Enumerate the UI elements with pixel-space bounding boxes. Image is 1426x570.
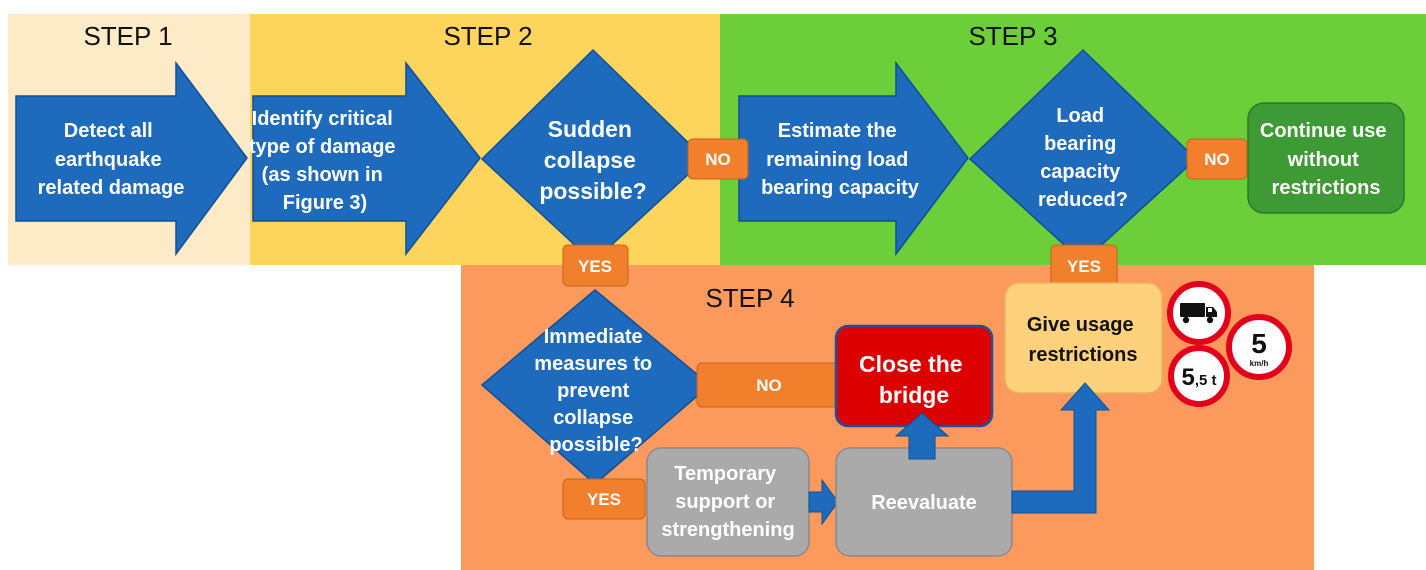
no-trucks-sign <box>1167 281 1231 345</box>
continue-use-text: Continue use without restrictions <box>1260 120 1392 199</box>
truck-icon <box>1180 303 1217 324</box>
continue-use-box <box>1247 102 1405 214</box>
reevaluate-text: Reevaluate <box>871 492 977 514</box>
step2-title: STEP 2 <box>443 21 532 51</box>
yes-label-2-text: YES <box>1067 257 1101 276</box>
no-label-1 <box>687 138 749 180</box>
sudden-collapse-text: Sudden collapse possible? <box>539 116 646 204</box>
step4-title: STEP 4 <box>705 283 794 313</box>
step1-title: STEP 1 <box>83 21 172 51</box>
temporary-to-reevaluate-arrow <box>808 478 839 526</box>
yes-label-3 <box>562 478 646 520</box>
close-bridge-text: Close the bridge <box>859 351 969 408</box>
no-label-3-text: NO <box>756 376 782 395</box>
immediate-measures-text: Immediate measures to prevent collapse p… <box>534 326 657 456</box>
reevaluate-to-restrictions-arrow <box>1011 382 1111 514</box>
weight-limit-sign: 5,5 t <box>1168 345 1230 407</box>
yes-label-1 <box>562 244 629 287</box>
no-label-2-text: NO <box>1204 150 1230 169</box>
reevaluate-to-close-arrow <box>894 412 950 460</box>
identify-text: Identify critical type of damage (as sho… <box>249 108 401 214</box>
identify-arrow <box>252 60 481 257</box>
estimate-arrow <box>738 60 969 257</box>
usage-restrictions-text: Give usage restrictions <box>1027 314 1139 366</box>
capacity-reduced-text: Load bearing capacity reduced? <box>1038 105 1128 211</box>
step3-title: STEP 3 <box>968 21 1057 51</box>
speed-limit-sign: 5 km/h <box>1226 314 1292 380</box>
usage-restrictions-box <box>1004 282 1163 394</box>
no-label-2 <box>1186 138 1248 180</box>
detect-text: Detect all earthquake related damage <box>38 120 185 199</box>
temporary-support-text: Temporary support or strengthening <box>661 463 794 541</box>
detect-arrow <box>15 60 248 257</box>
yes-label-1-text: YES <box>578 257 612 276</box>
speed-limit-unit: km/h <box>1250 359 1269 368</box>
estimate-text: Estimate the remaining load bearing capa… <box>761 120 920 199</box>
yes-label-3-text: YES <box>587 490 621 509</box>
weight-limit-text: 5,5 t <box>1181 364 1216 391</box>
no-label-1-text: NO <box>705 150 731 169</box>
speed-limit-value: 5 <box>1251 328 1267 359</box>
